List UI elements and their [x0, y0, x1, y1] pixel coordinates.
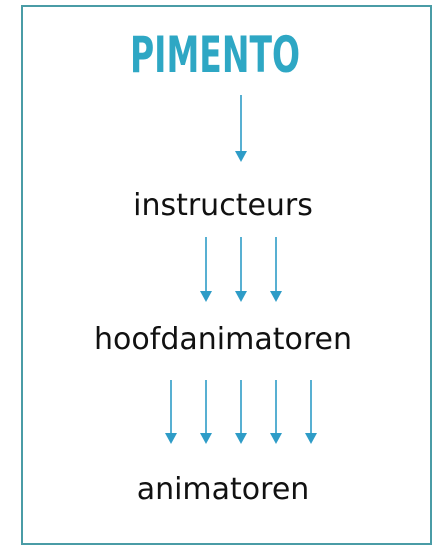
pimento-logo-text: PIMENTO	[130, 26, 300, 80]
pimento-logo: PIMENTO	[130, 26, 300, 80]
node-animatoren: animatoren	[136, 472, 310, 507]
node-instructeurs: instructeurs	[133, 188, 313, 223]
node-hoofdanimatoren: hoofdanimatoren	[94, 322, 352, 357]
diagram-frame	[21, 5, 432, 545]
